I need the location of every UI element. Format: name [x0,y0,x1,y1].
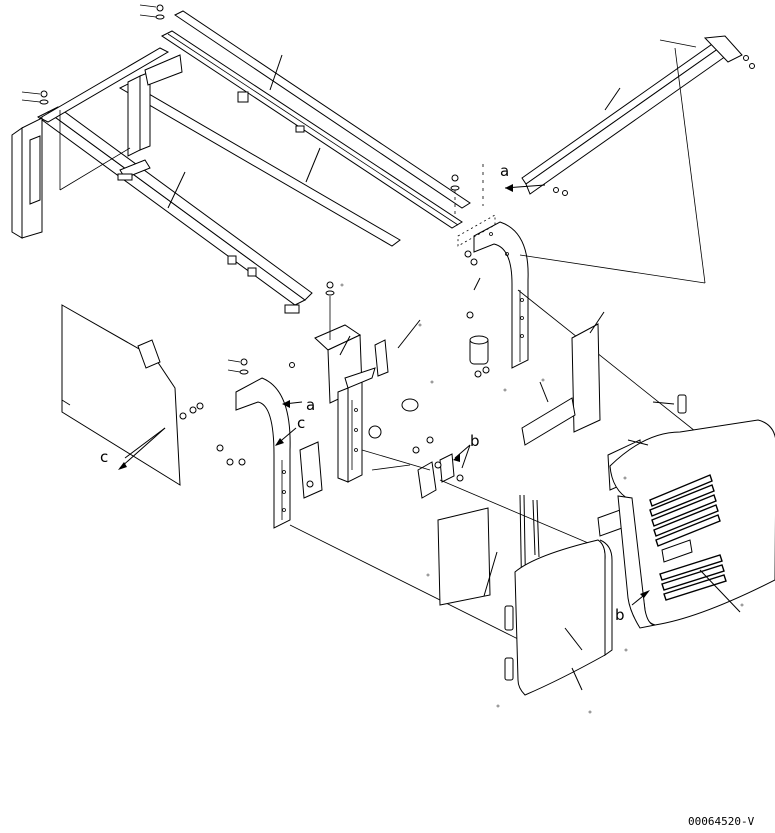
callout-label-b-center: b [470,432,480,450]
callout-label-c-left: c [100,448,108,466]
upper-rear-rail [161,10,471,229]
center-b-bracket-group: b [371,432,480,499]
callout-a-middle: a [282,396,315,414]
bolt-group-center-top [450,174,460,214]
right-rear-upright [473,221,529,369]
hose-fitting [464,250,490,378]
left-front-upright [216,358,295,529]
callout-label-a-middle: a [306,396,315,414]
center-front-upright [314,281,382,483]
front-cover-right-grille [609,419,775,629]
left-side-panel: c [61,304,204,486]
callout-label-a-top: a [500,162,509,180]
callout-label-c-middle: c [297,414,305,432]
callout-label-b-right: b [615,606,625,624]
u-bracket [299,441,323,499]
callout-b-right: b [615,590,650,624]
bolt-group-top-left [21,4,165,105]
part-number: 00064520-V [688,815,755,828]
upper-middle-rail [118,82,401,247]
left-rear-frame [11,47,183,239]
u-bracket-bolt [306,480,314,488]
bracket-strip [374,339,389,377]
leader-lines-right [517,39,706,436]
rubber-cap [401,398,419,412]
upper-right-rail [521,35,755,196]
upper-front-rail [37,106,313,306]
faint-item-numbers [340,283,744,714]
latch-handles [504,394,691,681]
callout-a-top: a [482,162,546,206]
misc-leaders [397,277,649,691]
callout-c-middle: c [275,414,305,446]
rail-brackets [117,91,305,314]
front-cover-left [514,539,613,696]
